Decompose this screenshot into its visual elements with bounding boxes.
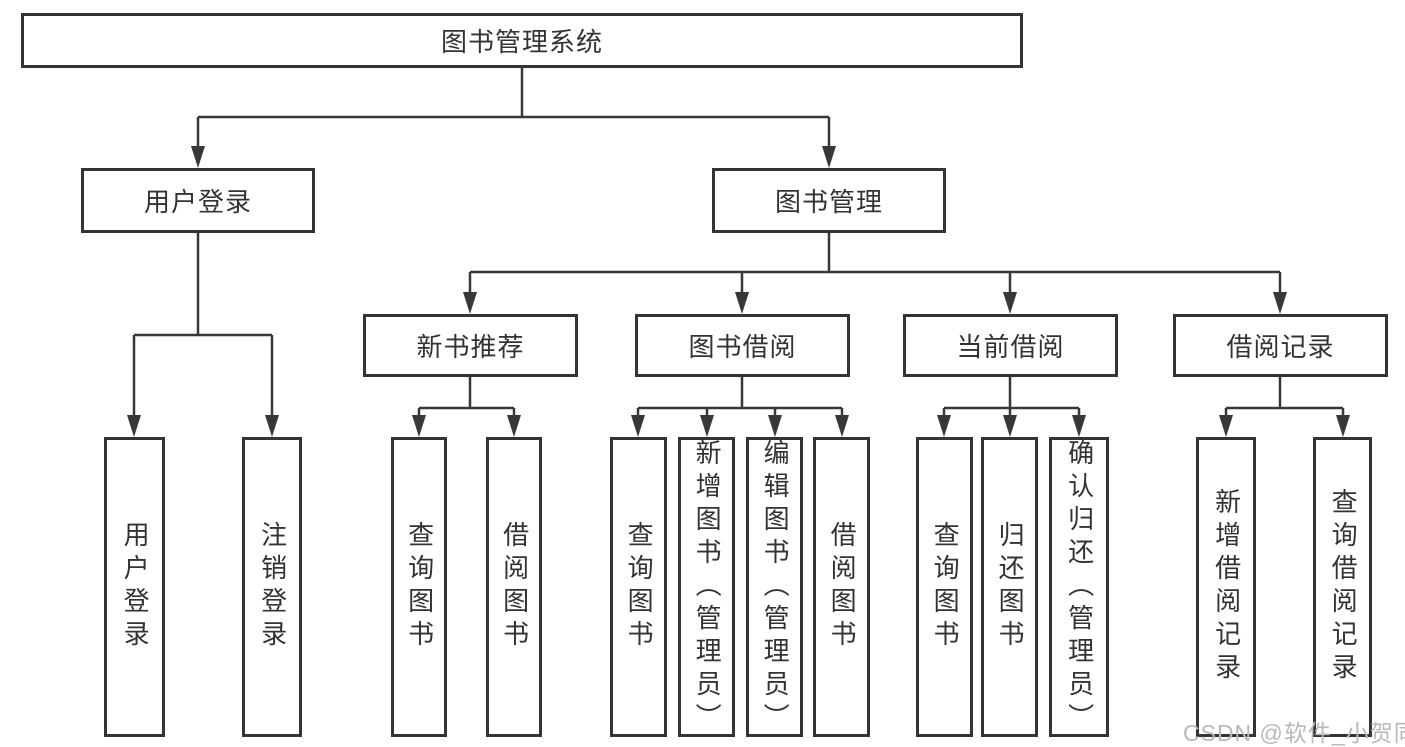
leaf-query-borrow-record: 查询借阅记录 (1313, 437, 1372, 737)
leaf-query-books-current: 查询图书 (916, 437, 973, 737)
leaf-add-borrow-record: 新增借阅记录 (1196, 437, 1256, 737)
leaf-logout: 注销登录 (242, 437, 302, 737)
connector-records-to-leaves (1224, 377, 1345, 420)
leaf-return-books-label: 归还图书 (995, 521, 1026, 653)
node-book-borrow: 图书借阅 (635, 314, 850, 377)
leaf-borrow-books-recommend-label: 借阅图书 (499, 521, 530, 653)
leaf-edit-books-admin-label: 编辑图书（管理员） (760, 438, 791, 736)
leaf-borrow-books: 借阅图书 (813, 437, 870, 737)
node-new-book-recommend: 新书推荐 (363, 314, 578, 377)
node-root-system: 图书管理系统 (21, 13, 1023, 68)
leaf-query-books-recommend: 查询图书 (391, 437, 447, 737)
leaf-add-borrow-record-label: 新增借阅记录 (1211, 488, 1242, 686)
node-current-borrow: 当前借阅 (903, 314, 1118, 377)
connector-root-to-level2 (196, 68, 831, 150)
leaf-borrow-books-label: 借阅图书 (827, 521, 858, 653)
node-user-login-label: 用户登录 (143, 187, 252, 217)
node-borrow-records: 借阅记录 (1173, 314, 1388, 377)
leaf-add-books-admin-label: 新增图书（管理员） (692, 438, 723, 736)
node-book-management: 图书管理 (712, 168, 946, 233)
leaf-query-borrow-record-label: 查询借阅记录 (1328, 488, 1359, 686)
leaf-query-books-borrow: 查询图书 (610, 437, 667, 737)
node-book-borrow-label: 图书借阅 (688, 332, 797, 362)
node-root-label: 图书管理系统 (440, 27, 603, 57)
node-new-book-recommend-label: 新书推荐 (416, 332, 525, 362)
leaf-confirm-return-admin: 确认归还（管理员） (1049, 437, 1109, 737)
csdn-watermark: CSDN @软件_小贺同学 (1183, 720, 1405, 746)
leaf-user-login: 用户登录 (104, 437, 165, 737)
leaf-logout-label: 注销登录 (257, 521, 288, 653)
leaf-query-books-current-label: 查询图书 (930, 521, 961, 653)
connector-userlogin-to-leaves (132, 233, 274, 420)
connector-newbook-to-leaves (417, 377, 516, 420)
connector-bookborrow-to-leaves (636, 377, 844, 420)
leaf-confirm-return-admin-label: 确认归还（管理员） (1064, 438, 1095, 736)
node-current-borrow-label: 当前借阅 (956, 332, 1065, 362)
connector-bookmgmt-to-level3 (468, 233, 1282, 297)
leaf-edit-books-admin: 编辑图书（管理员） (746, 437, 803, 737)
leaf-borrow-books-recommend: 借阅图书 (486, 437, 542, 737)
leaf-return-books: 归还图书 (981, 437, 1038, 737)
leaf-query-books-borrow-label: 查询图书 (624, 521, 655, 653)
leaf-query-books-recommend-label: 查询图书 (404, 521, 435, 653)
node-book-management-label: 图书管理 (774, 187, 883, 217)
connector-currentborrow-to-leaves (942, 377, 1081, 420)
leaf-user-login-label: 用户登录 (120, 521, 151, 653)
node-borrow-records-label: 借阅记录 (1226, 332, 1335, 362)
leaf-add-books-admin: 新增图书（管理员） (678, 437, 735, 737)
node-user-login: 用户登录 (81, 168, 315, 233)
